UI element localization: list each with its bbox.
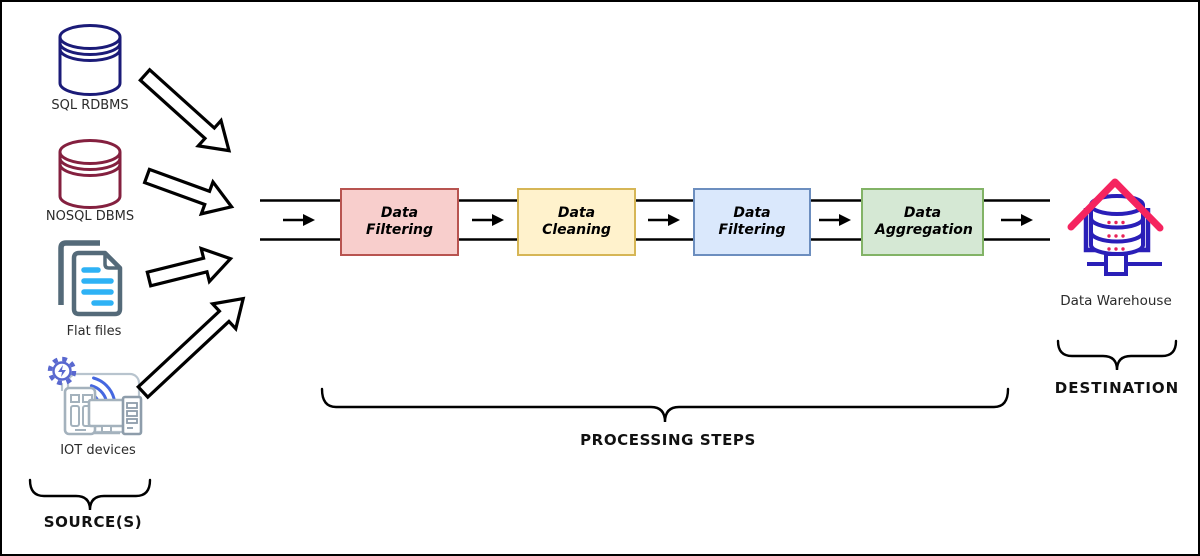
pipeline-flow-arrows — [283, 214, 1033, 226]
processing-brace — [320, 387, 1010, 423]
warehouse-roof — [1067, 178, 1164, 232]
pipe-arrow — [472, 214, 504, 226]
source-label-sql-rdbms: SQL RDBMS — [51, 98, 129, 113]
process-step-data-aggregation: Data Aggregation — [861, 188, 984, 256]
step-label: Data Filtering — [718, 204, 786, 239]
database-dots — [1107, 220, 1125, 251]
process-step-data-filtering-1: Data Filtering — [340, 188, 459, 256]
flow-arrow-iot — [135, 296, 246, 400]
processing-steps-caption: PROCESSING STEPS — [580, 431, 756, 449]
pipe-arrow — [1001, 214, 1033, 226]
pipe-arrow — [283, 214, 315, 226]
flow-arrow-nosql — [142, 167, 235, 217]
document-text-lines — [81, 267, 114, 306]
sql-database-icon — [58, 24, 122, 96]
step-label: Data Aggregation — [875, 204, 973, 239]
source-label-iot-devices: IOT devices — [60, 443, 136, 458]
server-tower-icon — [121, 395, 143, 436]
process-step-data-filtering-2: Data Filtering — [693, 188, 811, 256]
step-label: Data Filtering — [365, 204, 434, 239]
flow-arrow-flat-files — [145, 245, 234, 288]
destination-brace — [1056, 339, 1178, 371]
destination-label-data-warehouse: Data Warehouse — [1060, 293, 1172, 309]
step-label: Data Cleaning — [542, 204, 611, 239]
gear-bolt-icon — [47, 356, 77, 386]
flow-arrow-sql — [138, 67, 232, 153]
process-step-data-cleaning: Data Cleaning — [517, 188, 636, 256]
data-warehouse-icon — [1067, 178, 1164, 276]
source-label-nosql-dbms: NOSQL DBMS — [45, 209, 135, 224]
sources-brace — [28, 478, 152, 511]
sources-caption: SOURCE(S) — [43, 513, 143, 531]
network-node — [1104, 252, 1128, 276]
pipe-arrow — [819, 214, 851, 226]
iot-devices-icon — [47, 356, 143, 436]
source-label-flat-files: Flat files — [66, 324, 122, 339]
pipe-arrow — [648, 214, 680, 226]
nosql-database-icon — [58, 139, 122, 209]
flat-files-icon — [58, 240, 123, 317]
destination-caption: DESTINATION — [1054, 379, 1180, 397]
pipeline-pipe — [260, 199, 1050, 241]
source-flow-arrows — [135, 67, 246, 400]
